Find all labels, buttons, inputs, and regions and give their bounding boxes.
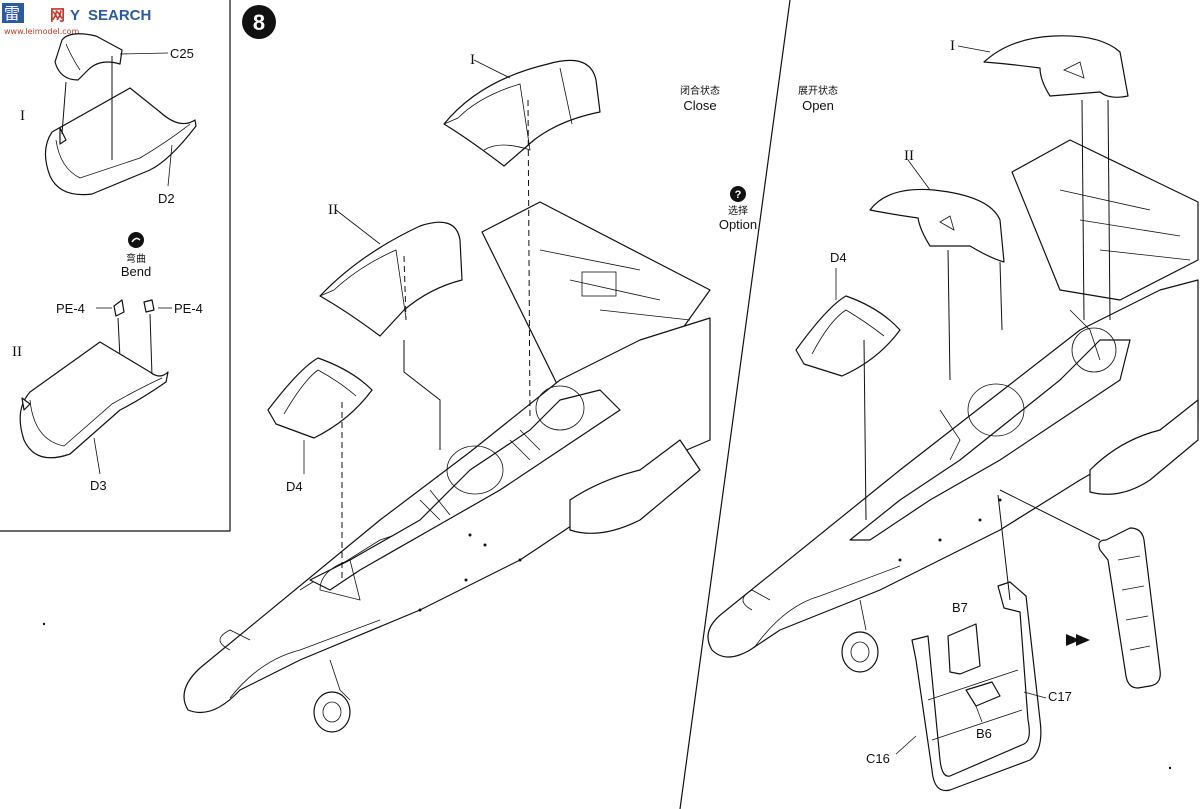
option-en: Option [719, 217, 757, 232]
right-roman-2: II [904, 148, 914, 164]
right-canopy-2: II [869, 148, 1005, 381]
option-callout: ? 选择 Option [719, 186, 757, 232]
left-roman-1: I [470, 52, 475, 68]
step-badge [242, 5, 276, 39]
step-number: 8 [253, 10, 265, 35]
bend-en: Bend [121, 264, 151, 279]
right-windscreen-d4: D4 [795, 250, 901, 521]
watermark-glyph: 雷 [4, 4, 20, 23]
right-rear-seat-ring [967, 383, 1025, 437]
left-front-seat-ring [535, 385, 585, 431]
option-icon [730, 186, 746, 202]
inset-subassembly-1: I C25 D2 [20, 33, 197, 206]
watermark: 雷 网 Y SEARCH www.leimodel.com [2, 3, 151, 36]
right-label-d4: D4 [830, 250, 847, 265]
part-d2 [44, 87, 197, 196]
bend-icon [128, 232, 144, 248]
option-symbol: ? [735, 189, 742, 201]
watermark-brand-prefix: Y [70, 7, 80, 24]
left-nose-wheel [313, 691, 351, 733]
label-d2: D2 [158, 191, 175, 206]
right-front-seat-ring [1071, 327, 1117, 373]
left-canopy-2-guide [403, 340, 441, 450]
label-c25: C25 [170, 46, 194, 61]
right-tail-fin [1011, 139, 1199, 301]
bend-cn: 弯曲 [126, 252, 146, 265]
watermark-brand: SEARCH [88, 7, 151, 24]
label-b6: B6 [976, 726, 992, 741]
inset-roman-2: II [12, 344, 22, 360]
right-nose-wheel [841, 631, 879, 673]
left-rear-seat-ring [446, 445, 504, 495]
part-b6 [965, 681, 1001, 707]
close-cn: 闭合状态 [680, 84, 720, 97]
label-c16: C16 [866, 751, 890, 766]
label-d3: D3 [90, 478, 107, 493]
label-pe4-left: PE-4 [56, 301, 85, 316]
left-roman-2: II [328, 202, 338, 218]
inset-frame [0, 0, 231, 532]
watermark-glyph-2: 网 [50, 7, 65, 24]
inset-subassembly-2: II PE-4 PE-4 D3 [12, 299, 203, 493]
left-label-d4: D4 [286, 479, 303, 494]
label-b7: B7 [952, 600, 968, 615]
left-intake [569, 439, 701, 534]
open-en: Open [802, 98, 834, 113]
left-view-aircraft [183, 201, 711, 733]
right-roman-1: I [950, 38, 955, 54]
inset-roman-1: I [20, 108, 25, 124]
ladder-assembly-front [999, 489, 1161, 689]
right-canopy-1: I [950, 35, 1129, 321]
direction-arrow-icon [1066, 634, 1090, 646]
left-canopy-2: II [319, 202, 463, 450]
watermark-logo-block [2, 3, 24, 23]
right-intake [1089, 399, 1199, 495]
label-pe4-right: PE-4 [174, 301, 203, 316]
part-d3 [19, 341, 169, 459]
watermark-url: www.leimodel.com [4, 27, 80, 36]
part-b7 [947, 623, 981, 675]
label-c17: C17 [1048, 689, 1072, 704]
close-en: Close [683, 98, 716, 113]
left-windscreen-d4: D4 [267, 357, 373, 580]
part-c25 [54, 33, 123, 81]
option-cn: 选择 [728, 204, 748, 217]
part-pe4-right [143, 299, 155, 313]
bend-callout: 弯曲 Bend [121, 232, 151, 279]
right-view-aircraft [707, 139, 1199, 673]
part-pe4-left [113, 299, 125, 317]
view-separator [679, 0, 791, 809]
open-cn: 展开状态 [798, 84, 838, 97]
left-canopy-1: I [443, 52, 601, 421]
ladder-assembly-rear: B7 B6 C17 C16 [866, 494, 1072, 792]
left-canopy-1-guide [527, 99, 531, 421]
